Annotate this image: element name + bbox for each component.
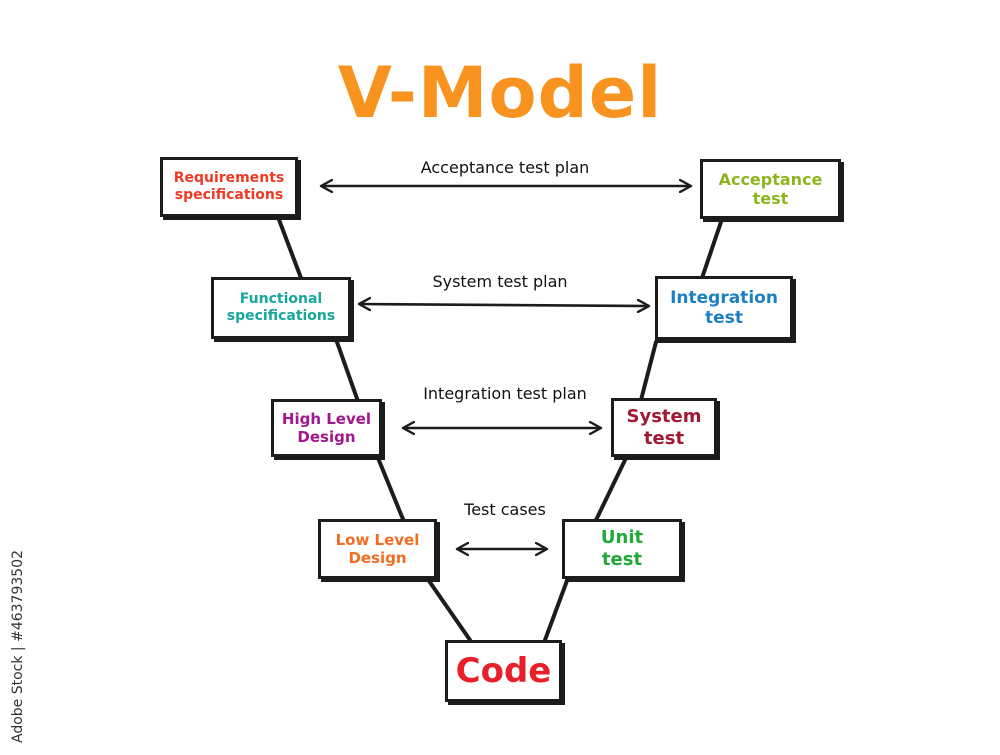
box-line: test (643, 427, 685, 449)
system-test-plan-label: System test plan (432, 272, 568, 291)
integration-test-box: Integration test (655, 276, 793, 340)
code-box: Code (445, 640, 562, 702)
integration-test-label: Integration test (670, 288, 778, 329)
box-line: test (752, 189, 789, 208)
functional-specifications-box: Functional specifications (211, 277, 351, 339)
box-line: Design (348, 549, 407, 567)
test-cases-label: Test cases (464, 500, 546, 519)
low-level-design-label: Low Level Design (336, 531, 420, 567)
box-line: test (705, 308, 743, 328)
diagram-title: V-Model (337, 52, 663, 134)
high-level-design-label: High Level Design (282, 410, 371, 446)
system-test-label: System test (627, 406, 702, 449)
box-line: Integration (670, 287, 778, 308)
acceptance-test-box: Acceptance test (700, 159, 841, 219)
unit-test-label: Unit test (601, 527, 643, 570)
box-line: Design (297, 428, 356, 446)
box-line: High Level (281, 410, 372, 428)
box-line: System (626, 405, 702, 427)
box-line: specifications (174, 187, 284, 203)
system-plan-arrow (360, 304, 648, 306)
box-line: Unit (600, 527, 644, 549)
low-level-design-box: Low Level Design (318, 519, 437, 579)
acceptance-test-plan-label: Acceptance test plan (420, 158, 590, 177)
box-line: Acceptance (718, 169, 823, 189)
high-level-design-box: High Level Design (271, 399, 382, 457)
box-line: Requirements (173, 170, 285, 187)
stock-watermark: Adobe Stock | #463793502 (10, 550, 26, 743)
requirements-specifications-box: Requirements specifications (160, 157, 298, 217)
functional-specifications-label: Functional specifications (227, 291, 335, 325)
requirements-specifications-label: Requirements specifications (174, 170, 285, 204)
unit-test-box: Unit test (562, 519, 682, 579)
box-line: specifications (226, 308, 336, 324)
system-test-box: System test (611, 398, 717, 457)
box-line: test (601, 549, 643, 570)
box-line: Low Level (335, 531, 420, 549)
integration-test-plan-label: Integration test plan (423, 384, 587, 403)
box-line: Functional (239, 291, 323, 308)
acceptance-test-label: Acceptance test (719, 170, 823, 208)
code-label: Code (455, 650, 552, 691)
